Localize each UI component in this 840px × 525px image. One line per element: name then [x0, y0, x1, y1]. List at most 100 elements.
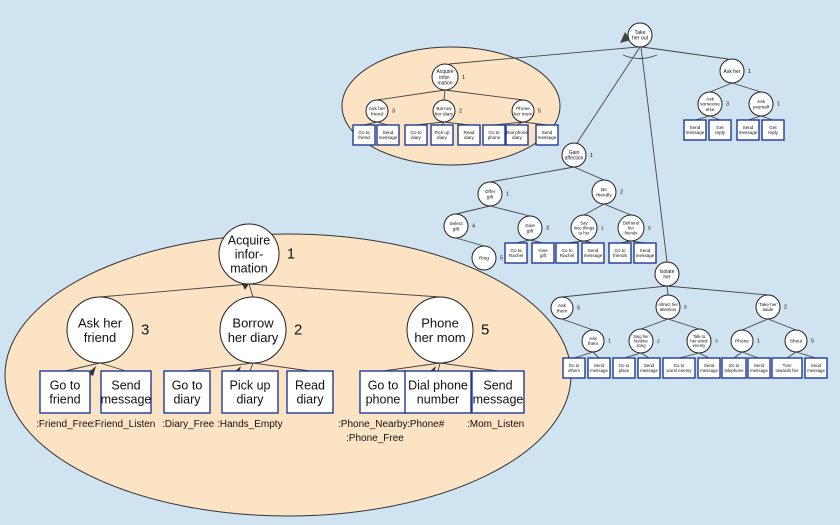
tree-edge — [561, 318, 594, 331]
priority-number: 3 — [141, 322, 149, 339]
tree-edge — [561, 285, 668, 298]
tree-edge — [437, 362, 441, 372]
action-box — [221, 370, 279, 414]
node-circle — [581, 329, 605, 353]
node-circle — [654, 261, 680, 287]
precondition-label: :Friend_Free — [36, 419, 94, 430]
tree-edge — [455, 237, 485, 247]
action-box — [286, 370, 334, 414]
action-box — [736, 119, 760, 141]
action-box — [430, 124, 454, 146]
action-box — [404, 370, 472, 414]
tree-edge — [455, 205, 491, 215]
action-box — [721, 357, 747, 379]
priority-number: 5 — [500, 256, 503, 262]
priority-number: 3 — [715, 338, 718, 344]
node-circle — [686, 328, 712, 354]
node-label: Shout — [790, 339, 803, 345]
action-box — [633, 242, 657, 264]
tree-edge — [741, 318, 769, 331]
tree-edge — [443, 89, 446, 101]
priority-number: 4 — [472, 224, 475, 230]
precondition-label: :Phone# — [407, 419, 445, 430]
tree-edge — [603, 203, 632, 216]
tree-edge — [99, 362, 127, 372]
node-circle — [755, 294, 781, 320]
action-box — [359, 370, 407, 414]
priority-number: 1 — [748, 69, 751, 75]
action-box — [683, 119, 707, 141]
priority-number: 2 — [294, 322, 302, 339]
node-circle — [617, 214, 645, 242]
action-box — [562, 357, 586, 379]
priority-number: 5 — [811, 339, 814, 345]
tree-edge — [248, 283, 254, 298]
action-box — [708, 119, 732, 141]
node-circle — [550, 296, 574, 320]
node-circle — [628, 328, 654, 354]
priority-number: 2 — [459, 109, 462, 115]
action-box — [376, 124, 400, 146]
tree-edge — [786, 351, 797, 359]
action-box — [471, 370, 525, 414]
priority-number: 1 — [757, 339, 760, 345]
tree-edge — [666, 285, 669, 296]
and-arc — [622, 54, 658, 59]
tree-edge — [640, 318, 669, 330]
tree-edge — [252, 362, 311, 372]
priority-number: 1 — [462, 75, 465, 81]
action-box — [39, 370, 91, 414]
tree-edge — [376, 89, 446, 101]
node-circle — [431, 63, 459, 91]
tree-edge — [731, 82, 762, 93]
action-box — [531, 242, 555, 264]
tree-edge — [489, 166, 575, 183]
node-circle — [570, 214, 598, 242]
node-circle — [517, 215, 543, 241]
